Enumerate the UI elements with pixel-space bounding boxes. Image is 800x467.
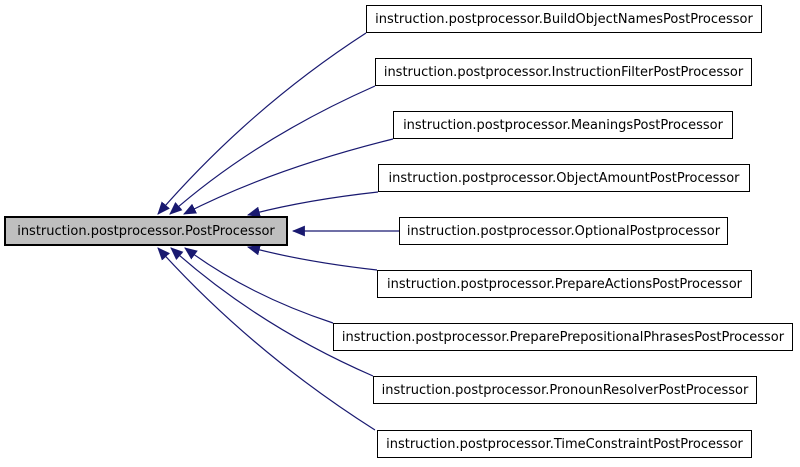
derived-class-node-optional[interactable]: instruction.postprocessor.OptionalPostpr… <box>399 217 728 245</box>
inheritance-edge-objectamount <box>246 191 379 218</box>
inheritance-edge-prepareprepositionalphrases <box>184 247 334 324</box>
inheritance-edge-instructionfilter <box>169 85 376 215</box>
derived-class-node-instructionfilter[interactable]: instruction.postprocessor.InstructionFil… <box>375 58 752 86</box>
derived-class-node-timeconstraint[interactable]: instruction.postprocessor.TimeConstraint… <box>377 430 752 458</box>
derived-class-node-buildobjectnames[interactable]: instruction.postprocessor.BuildObjectNam… <box>366 5 762 33</box>
derived-class-node-prepareactions[interactable]: instruction.postprocessor.PrepareActions… <box>377 270 752 298</box>
derived-class-node-objectamount[interactable]: instruction.postprocessor.ObjectAmountPo… <box>378 164 750 192</box>
inheritance-edge-prepareactions <box>246 244 378 271</box>
inheritance-edge-pronounresolver <box>170 247 374 377</box>
derived-class-node-meanings[interactable]: instruction.postprocessor.MeaningsPostPr… <box>393 111 733 139</box>
inheritance-edge-meanings <box>183 138 394 215</box>
base-class-node: instruction.postprocessor.PostProcessor <box>4 216 288 246</box>
derived-class-node-pronounresolver[interactable]: instruction.postprocessor.PronounResolve… <box>373 376 757 404</box>
derived-class-node-prepareprepositionalphrases[interactable]: instruction.postprocessor.PreparePreposi… <box>333 323 793 351</box>
inheritance-edge-buildobjectnames <box>157 32 367 215</box>
